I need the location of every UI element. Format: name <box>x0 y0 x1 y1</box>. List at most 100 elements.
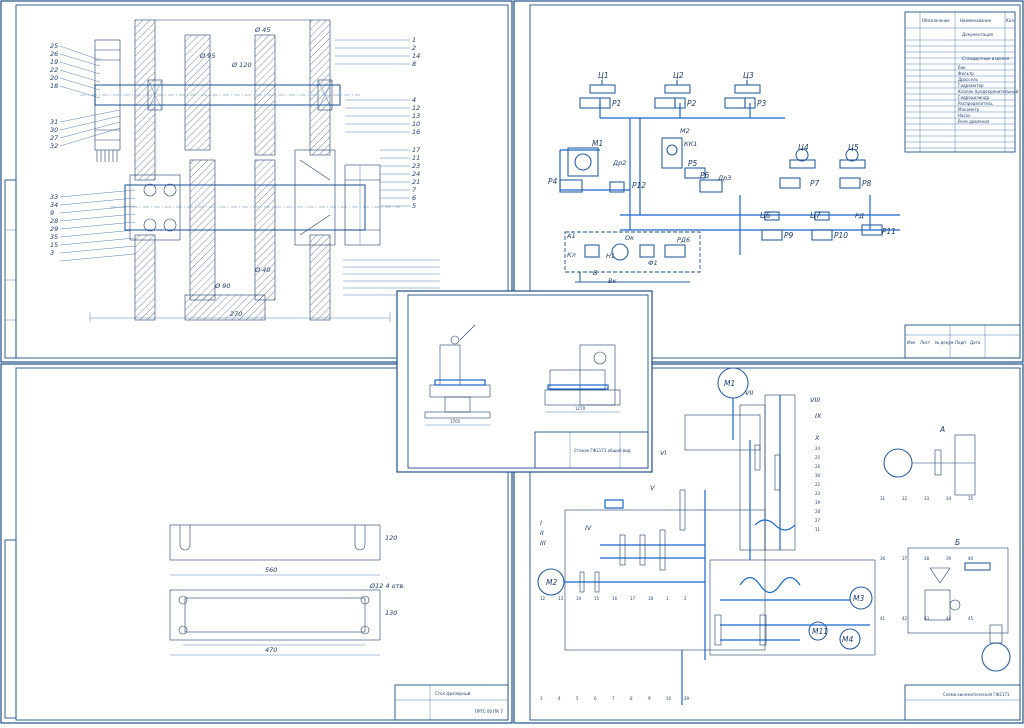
assembly-callout-right: 1 <box>412 36 416 44</box>
hydraulic-cylinder-label: Ц6 <box>760 211 771 220</box>
sheet-assembly: 270 Ø 45 Ø 120 Ø 95 Ø 40 Ø 90 2526192220… <box>0 0 513 363</box>
bom-row-name: Насос <box>958 113 970 118</box>
general-dim-1: 1705 <box>450 419 461 424</box>
kinematic-callout: 31 <box>880 496 886 501</box>
assembly-callout-right: 23 <box>412 162 420 170</box>
hydraulic-label: Вк <box>608 277 616 285</box>
kinematic-motor-label: М3 <box>853 594 864 603</box>
kinematic-callout: 28 <box>815 509 821 514</box>
hydraulic-valve-label: Р6 <box>700 171 710 180</box>
hydraulic-label: Н1 <box>606 252 615 260</box>
assembly-callout-right: 8 <box>412 60 416 68</box>
hydraulic-cylinder-label: Ц2 <box>673 71 684 80</box>
assembly-callout-left: 28 <box>50 217 58 225</box>
kinematic-motor-label: М11 <box>812 627 828 636</box>
kinematic-callout: 36 <box>880 556 886 561</box>
kinematic-shaft-label: IX <box>815 412 822 420</box>
hydraulic-label: А1 <box>566 232 576 240</box>
assembly-callout-left: 25 <box>50 42 58 50</box>
sheet-kinematic: Схема кинематическая ГФ2171 М1М2М3М11М4I… <box>513 363 1024 724</box>
kinematic-callout: 26 <box>815 464 821 469</box>
hydraulic-label: Др2 <box>612 159 626 167</box>
kinematic-callout: 29 <box>684 696 690 701</box>
kinematic-detail-b: Б <box>955 538 960 547</box>
assembly-callout-right: 21 <box>412 178 420 186</box>
assembly-callout-right: 16 <box>412 128 420 136</box>
assembly-bottom-label-2: Ø 90 <box>214 282 230 290</box>
assembly-callout-left: 3 <box>50 249 54 257</box>
kinematic-callout: 11 <box>815 527 821 532</box>
hydraulic-cylinder-label: Ц3 <box>743 71 754 80</box>
hydraulic-valve-label: Р11 <box>882 227 896 236</box>
kinematic-callout: 9 <box>648 696 651 701</box>
bom-row-name: Клапан предохранительный <box>958 89 1019 94</box>
hydraulic-label: Др3 <box>717 174 731 182</box>
bom-row-name: Дроссель <box>958 77 979 82</box>
assembly-callout-right: 2 <box>412 44 416 52</box>
assembly-top-label-1: Ø 45 <box>254 26 270 34</box>
kinematic-callout: 40 <box>968 556 974 561</box>
hydraulic-label: КК1 <box>684 140 697 148</box>
hydraulic-cylinder-label: Ц5 <box>848 143 859 152</box>
kinematic-callout: 43 <box>924 616 930 621</box>
bom-row-name: Фильтр <box>958 71 974 76</box>
hydraulic-titleblock-cell: Подп <box>955 340 966 345</box>
hydraulic-valve-label: Р9 <box>784 231 794 240</box>
kinematic-callout: 5 <box>576 696 579 701</box>
bom-row-name: Реле давления <box>958 119 990 124</box>
plate-title: Стол фрезерный <box>435 691 471 696</box>
kinematic-callout: 38 <box>924 556 930 561</box>
assembly-callout-left: 26 <box>50 50 58 58</box>
bom-row-name: Манометр <box>958 107 980 112</box>
assembly-callout-left: 35 <box>50 233 58 241</box>
hydraulic-valve-label: Р2 <box>687 99 697 108</box>
kinematic-callout: 41 <box>880 616 886 621</box>
hydraulic-valve-label: Р7 <box>810 179 820 188</box>
assembly-callout-right: 7 <box>412 186 417 194</box>
bom-section-docs: Документация <box>962 32 994 37</box>
hydraulic-titleblock-cell: Изм <box>907 340 915 345</box>
assembly-callout-left: 20 <box>50 74 58 82</box>
assembly-callout-left: 32 <box>50 142 58 150</box>
bom-row-name: Бак <box>958 65 966 70</box>
assembly-callout-right: 4 <box>412 96 416 104</box>
kinematic-shaft-label: VI <box>660 449 666 457</box>
kinematic-callout: 16 <box>612 596 618 601</box>
assembly-callout-right: 24 <box>412 170 420 178</box>
general-dim-2: 1270 <box>575 406 586 411</box>
kinematic-detail-a: А <box>939 425 945 434</box>
kinematic-callout: 7 <box>612 696 615 701</box>
plate-dim-bottom: 470 <box>265 646 277 654</box>
kinematic-callout: 23 <box>815 491 821 496</box>
hydraulic-label: РД6 <box>677 236 690 244</box>
hydraulic-valve-label: Р4 <box>548 177 558 186</box>
hydraulic-label: Ок <box>625 234 634 242</box>
hydraulic-cylinder-label: Ц7 <box>810 211 821 220</box>
kinematic-callout: 1 <box>666 596 669 601</box>
assembly-callout-left: 9 <box>50 209 54 217</box>
kinematic-callout: 3 <box>540 696 543 701</box>
bom-row-name: Распределитель <box>958 101 993 106</box>
assembly-callout-left: 18 <box>50 82 58 90</box>
bom-header-name: Наименование <box>960 18 992 23</box>
hydraulic-valve-label: Р5 <box>688 159 698 168</box>
bom-table: Обозначение Наименование Кол. Документац… <box>904 11 1019 153</box>
assembly-callout-left: 34 <box>50 201 58 209</box>
kinematic-callout: 12 <box>540 596 546 601</box>
assembly-callout-right: 5 <box>412 202 416 210</box>
assembly-callout-right: 13 <box>412 112 420 120</box>
kinematic-callout: 13 <box>558 596 564 601</box>
kinematic-callout: 42 <box>902 616 908 621</box>
plate-code: ПРТС 00 ПК 7 <box>475 709 503 714</box>
hydraulic-titleblock-cell: № докум. <box>935 340 955 345</box>
kinematic-callout: 32 <box>902 496 908 501</box>
assembly-callout-left: 22 <box>50 66 58 74</box>
assembly-callout-left: 15 <box>50 241 58 249</box>
kinematic-callout: 44 <box>946 616 952 621</box>
bom-row-name: Гидромотор <box>958 83 984 88</box>
assembly-callout-right: 10 <box>412 120 420 128</box>
